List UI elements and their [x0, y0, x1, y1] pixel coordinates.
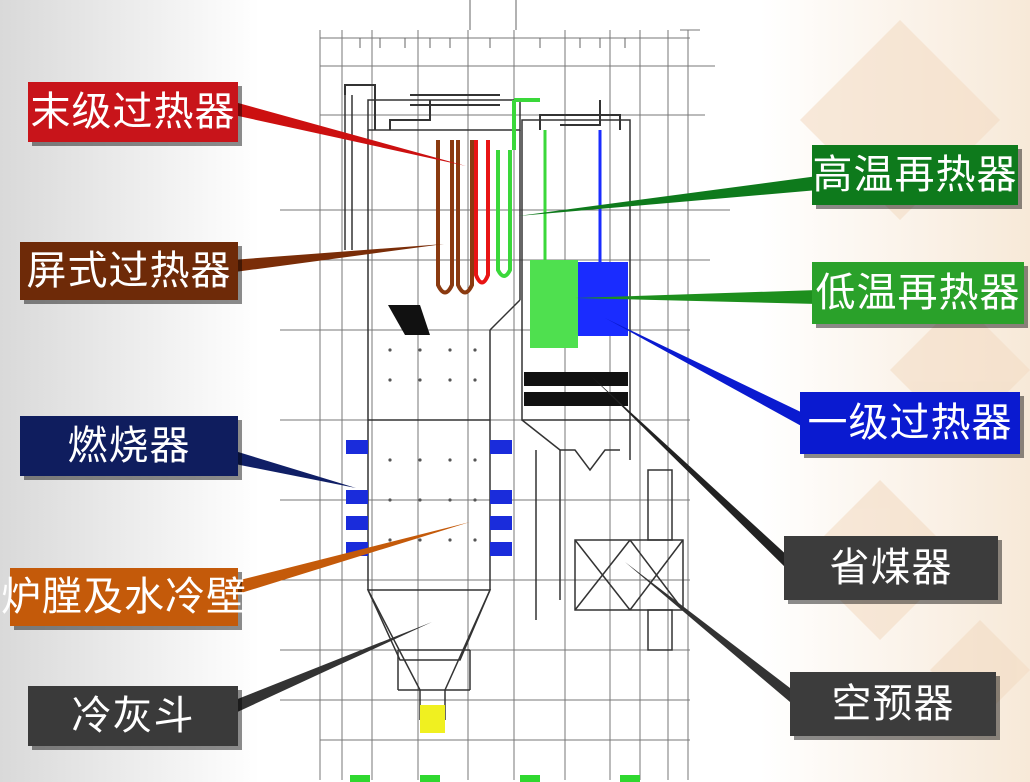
economizer-shape [524, 372, 628, 406]
label-burner: 燃烧器 [20, 416, 238, 476]
label-high-temp-reheater: 高温再热器 [812, 145, 1018, 205]
high-temp-reheater-shape [496, 98, 540, 278]
label-low-temp-reheater: 低温再热器 [812, 262, 1024, 324]
furnace-dots [388, 348, 477, 542]
primary-superheater-shape [578, 130, 628, 336]
final-superheater-shape [474, 140, 490, 285]
label-final-superheater: 末级过热器 [28, 82, 238, 142]
label-primary-superheater: 一级过热器 [800, 392, 1020, 454]
low-temp-reheater-shape [530, 130, 578, 348]
platen-superheater-shape [436, 140, 474, 295]
label-air-preheater: 空预器 [790, 672, 996, 736]
label-platen-superheater: 屏式过热器 [20, 242, 238, 300]
burners-shape [346, 440, 512, 556]
bottom-marks [350, 775, 640, 782]
leader-lines [205, 98, 818, 720]
label-furnace-waterwall: 炉膛及水冷壁 [1, 568, 246, 626]
label-cold-ash-hopper: 冷灰斗 [28, 686, 238, 746]
furnace-nose [388, 305, 430, 335]
ash-hopper-shape [420, 705, 445, 733]
top-ticks [359, 0, 626, 48]
label-economizer: 省煤器 [784, 536, 998, 600]
structure-lines [280, 29, 730, 780]
top-piping [344, 84, 621, 130]
furnace-outline [344, 95, 684, 720]
